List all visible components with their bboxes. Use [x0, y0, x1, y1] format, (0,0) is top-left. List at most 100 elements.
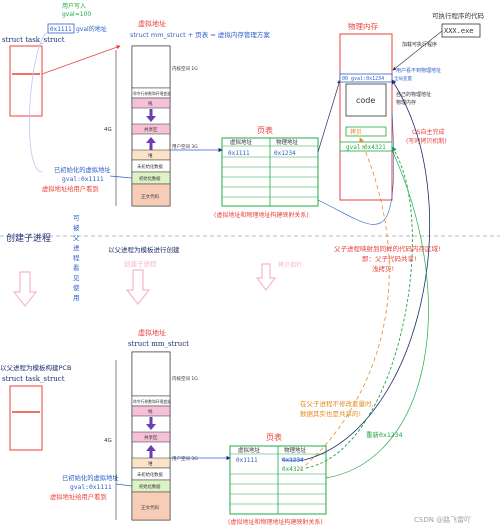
pt-col-virtual: 虚拟地址 [230, 138, 253, 146]
child-create: 创建子进程 [124, 259, 157, 268]
physical-memory [339, 33, 393, 201]
child-seg-args-label: 命令行参数和环境变量 [133, 399, 171, 404]
child-to-phys-code-curve [303, 79, 430, 461]
create-child-title: 创建子进程 [6, 232, 51, 244]
child-heap-arrowhead [146, 445, 156, 451]
child-seg-text-label: 正文代码 [141, 504, 159, 511]
child-seg-stack [131, 405, 171, 417]
child-process-section: 以父进程为模板构建PCB struct task_struct 虚拟地址 str… [0, 79, 430, 526]
child-size-4g: 4G [104, 438, 112, 444]
fork-section: 创建子进程 以父进程为模板进行创建 创建子进程 拷贝指针 可 被 父 进 程 看… [0, 214, 500, 307]
gval-user-link [29, 31, 49, 173]
child-pt-row-virtual: 0x1111 [236, 457, 258, 464]
child-kernel-region [131, 351, 171, 397]
child-seg-shared-label: 共享区 [144, 434, 158, 441]
child-user-space-label: 用户空间 3G [172, 455, 198, 462]
seg-text-label: 正文代码 [141, 193, 159, 200]
exec-file-box [441, 23, 481, 38]
kernel-space-label: 内核空间 1G [172, 65, 198, 72]
copy-label: 拷贝 [350, 128, 362, 136]
seg-stack-label: 栈 [148, 100, 153, 107]
reassign-curve [325, 149, 429, 479]
copy-cell [345, 126, 387, 137]
gval-addr-value: 0x1111 [50, 26, 72, 33]
shared-note-3: 浅拷贝! [372, 264, 394, 273]
shared-data-curve [299, 137, 390, 471]
user-define-note: 用户写入 [62, 2, 86, 10]
seg-stack [131, 97, 171, 109]
size-4g: 4G [104, 127, 112, 133]
copy-pointer: 拷贝指针 [278, 261, 302, 269]
seg-data-label: 初始化数据 [139, 175, 161, 182]
seg-heap-label: 堆 [148, 152, 153, 159]
task-struct-label: struct task_struct [2, 36, 65, 44]
seg-text [131, 183, 171, 207]
pt-col-physical: 物理地址 [276, 138, 299, 146]
pt-caption: (虚拟地址和物理地址构建映射关系) [214, 211, 309, 219]
stack-grow-arrowhead [146, 116, 156, 122]
child-seg-shared [131, 431, 171, 443]
pt-to-phys-arrow [317, 79, 341, 153]
child-virt-addr-to-user: 虚拟地址给用户看到 [50, 492, 107, 501]
own-phys-mem: 自己的物理地址 [396, 91, 431, 98]
child-seg-stack-label: 栈 [148, 408, 153, 415]
gval-addr-label: gval的地址 [76, 25, 107, 33]
virt-addr-title: 虚拟地址 [138, 19, 166, 28]
code-share-curve [317, 109, 394, 225]
watermark: CSDN @路飞雷吖 [414, 515, 471, 524]
exec-code-title: 可执行程序的代码 [432, 11, 485, 20]
child-seg-heap-label: 堆 [148, 460, 153, 467]
pt-row-physical: 0x1234 [274, 150, 296, 157]
child-init-data-pointer [115, 483, 133, 487]
no-modify-note-1: 在父子进程不修改变量时, [300, 399, 374, 408]
child-pt-col-physical: 物理地址 [284, 446, 307, 454]
child-init-virt-addr: 已初始化的虚拟地址 [62, 473, 119, 482]
code-block-label: code [356, 96, 375, 105]
heap-grow-arrowhead [146, 137, 156, 143]
child-stack-arrowhead [146, 424, 156, 430]
seg-shared-label: 共享区 [144, 126, 158, 133]
child-seg-data-label: 初始化数据 [139, 483, 161, 490]
pt-row-virtual: 0x1111 [228, 150, 250, 157]
page-table-title: 页表 [257, 125, 273, 135]
child-pt-row-physical-new: 0x4321 [282, 466, 304, 473]
parent-process-section: 用户写入 gval=100 0x1111 gval的地址 struct task… [2, 2, 485, 219]
user-no-phys: 用户看不到物理地址 [396, 67, 441, 74]
pcb-box [9, 45, 43, 117]
child-task-struct-label: struct task_struct [2, 375, 65, 383]
no-modify-note-2: 数据其实也是共享的! [300, 409, 361, 418]
user-space-label: 用户空间 3G [172, 143, 198, 150]
child-init-gval: gval:0x1111 [70, 484, 112, 491]
reassign-note: 重新0x1234 [366, 430, 403, 439]
parent-template: 以父进程为模板进行创建 [108, 245, 180, 254]
child-seg-text [131, 491, 171, 521]
template-pcb: 以父进程为模板构建PCB [0, 363, 71, 372]
child-page-table-title: 页表 [266, 432, 282, 442]
child-pt-col-virtual: 虚拟地址 [238, 446, 261, 454]
shared-note-1: 父子进程映射到同样的代码内存区域! [334, 244, 441, 253]
virt-addr-to-user: 虚拟地址给用户看到 [42, 184, 99, 193]
child-seg-bss-label: 未初始化数据 [137, 471, 163, 478]
seg-args-label: 命令行参数和环境变量 [133, 91, 171, 96]
os-done-note: OS自主完成 [412, 128, 445, 136]
phys-mem-title: 物理内存 [348, 21, 378, 31]
child-pt-caption: (虚拟地址和物理地址构建映射关系) [228, 518, 323, 526]
shared-note-2: 即：父子代码共享! [362, 254, 417, 263]
vert-note: 可 被 父 进 程 看 见 使 用 [73, 214, 82, 302]
cow-note: (写时拷贝机制) [406, 137, 447, 145]
child-virt-addr-title: 虚拟地址 [138, 328, 166, 337]
down-arrow-3 [255, 263, 277, 291]
code-block [345, 83, 387, 117]
exec-file: XXX.exe [444, 27, 474, 35]
pcb-to-mm-arrow [41, 45, 121, 75]
seg-bss-label: 未初始化数据 [137, 163, 163, 170]
child-pt-row-physical-old: 0x1234 [282, 457, 304, 464]
load-arrow [392, 30, 443, 71]
gval-addr-box [47, 23, 75, 34]
load-note: 加载可执行程序 [402, 41, 437, 48]
kernel-region [131, 45, 171, 89]
init-gval: gval:0x1111 [62, 176, 104, 183]
child-mm-struct: struct mm_struct [128, 340, 189, 348]
seg-shared [131, 123, 171, 135]
mm-struct-line: struct mm_struct + 页表 = 虚拟内存管理方案 [130, 30, 270, 39]
